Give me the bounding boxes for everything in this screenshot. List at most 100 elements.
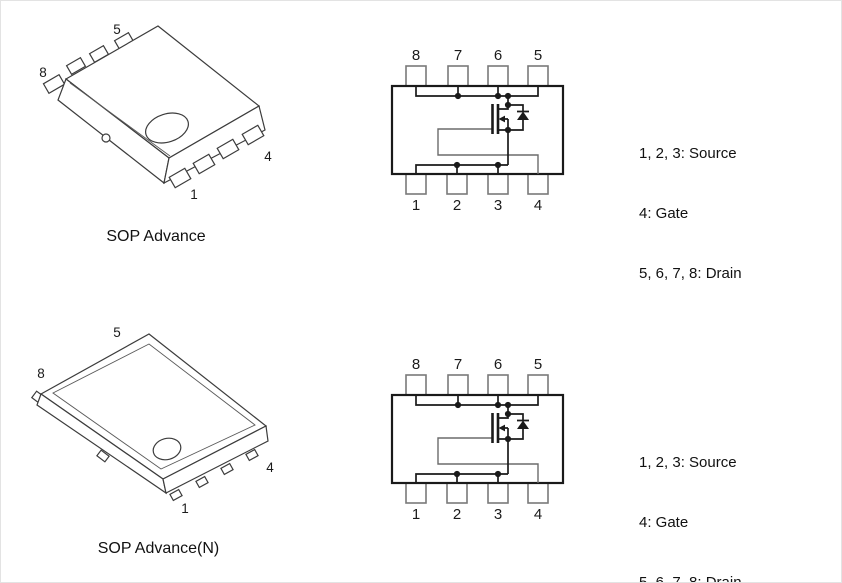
- pin-box: [527, 482, 549, 504]
- legend-line-drain: 5, 6, 7, 8: Drain: [639, 265, 742, 282]
- junction-dot: [494, 401, 502, 409]
- legend-line-source: 1, 2, 3: Source: [639, 145, 737, 162]
- chamfer-line: [69, 82, 171, 157]
- package-right-face: [163, 105, 266, 185]
- diode-triangle: [517, 420, 529, 429]
- pin-number-label: 6: [494, 356, 502, 373]
- pin-pad-1: [169, 488, 183, 502]
- pin-box: [487, 482, 509, 504]
- pin-number-label: 1: [412, 506, 420, 523]
- pin-lead: [65, 56, 87, 76]
- pin-number-label: 8: [412, 356, 420, 373]
- package-body-outline: [390, 84, 565, 176]
- pkg-corner-label-8: 8: [37, 366, 45, 381]
- pkg-corner-label-5: 5: [113, 22, 121, 37]
- legend-line-source: 1, 2, 3: Source: [639, 454, 737, 471]
- pin-number-label: 7: [454, 356, 462, 373]
- junction-dot: [504, 126, 512, 134]
- pinout-diagram-2: 8 7 6 5 1 2 3 4: [390, 356, 565, 523]
- pin-number-label: 6: [494, 47, 502, 64]
- pin-number-label: 2: [453, 506, 461, 523]
- pin-number-label: 8: [412, 47, 420, 64]
- pin-lead-4: [241, 124, 265, 146]
- top-plateau-line: [52, 343, 256, 470]
- pin-lead-2: [192, 153, 216, 175]
- pin-box: [527, 65, 549, 87]
- pin-number-label: 5: [534, 47, 542, 64]
- junction-dot: [454, 401, 462, 409]
- body-arrow: [498, 424, 505, 432]
- pin-number-label: 7: [454, 47, 462, 64]
- pin-number-label: 4: [534, 197, 542, 214]
- junction-dot: [494, 92, 502, 100]
- package-3d-outline: [42, 25, 266, 189]
- package-body-outline: [390, 393, 565, 485]
- pin-box: [405, 173, 427, 195]
- pkg-corner-label-4: 4: [266, 460, 274, 475]
- junction-dot: [494, 161, 502, 169]
- pkg-corner-label-5: 5: [113, 325, 121, 340]
- legend-line-gate: 4: Gate: [639, 514, 689, 531]
- junction-dot: [453, 161, 461, 169]
- gate-trace: [437, 128, 539, 174]
- pin-pad-2: [195, 475, 209, 489]
- nmos-transistor-symbol: [491, 96, 509, 165]
- pin-pad-4: [245, 448, 259, 462]
- pinout-diagram-1: 8 7 6 5 1 2 3 4: [390, 47, 565, 214]
- pin-box: [446, 482, 468, 504]
- body-diode-symbol: [508, 104, 529, 131]
- package-3d-outline: [30, 333, 269, 502]
- pin-box: [446, 173, 468, 195]
- drain-lead: [498, 96, 509, 110]
- pin-box: [405, 65, 427, 87]
- pin-box: [527, 374, 549, 396]
- pkg-corner-label-1: 1: [190, 187, 198, 202]
- junction-dot: [504, 435, 512, 443]
- package-drawing-sop-advance-n: 5 8 4 1: [30, 325, 274, 516]
- legend-line-drain: 5, 6, 7, 8: Drain: [639, 574, 742, 583]
- package-drawing-sop-advance: 5 8 4 1: [39, 22, 272, 202]
- body-diode-symbol: [508, 413, 529, 440]
- junction-dot: [494, 470, 502, 478]
- pin-box: [447, 65, 469, 87]
- pkg-corner-label-4: 4: [264, 149, 272, 164]
- pin-box: [487, 65, 509, 87]
- pin-lead-1: [168, 167, 192, 189]
- pin-number-label: 1: [412, 197, 420, 214]
- pin-number-label: 3: [494, 197, 502, 214]
- pin-number-label: 2: [453, 197, 461, 214]
- pin-legend-1: 1, 2, 3: Source 4: Gate 5, 6, 7, 8: Drai…: [639, 104, 742, 324]
- pin-lead-3: [216, 138, 240, 160]
- pin-lead-8: [42, 73, 66, 95]
- pin-number-label: 3: [494, 506, 502, 523]
- package-dimple: [145, 112, 189, 144]
- pkg-corner-label-1: 1: [181, 501, 189, 516]
- junction-dot: [504, 410, 512, 418]
- pin1-indicator-dot: [101, 133, 111, 143]
- drain-lead: [498, 405, 509, 419]
- pin-box: [487, 173, 509, 195]
- body-arrow: [498, 115, 505, 123]
- pin-number-label: 4: [534, 506, 542, 523]
- pin-box: [527, 173, 549, 195]
- junction-dot: [504, 101, 512, 109]
- pin-box: [405, 482, 427, 504]
- junction-dot: [454, 92, 462, 100]
- pin-pad: [96, 449, 110, 463]
- pin-box: [405, 374, 427, 396]
- package-right-face: [162, 425, 269, 494]
- junction-dot: [504, 401, 512, 409]
- junction-dot: [504, 92, 512, 100]
- package-dimple: [152, 437, 182, 461]
- pkg-corner-label-8: 8: [39, 65, 47, 80]
- package-caption-sop-advance-n: SOP Advance(N): [97, 540, 220, 557]
- pin-box: [447, 374, 469, 396]
- junction-dot: [453, 470, 461, 478]
- gate-trace: [437, 437, 539, 483]
- package-caption-sop-advance: SOP Advance: [106, 228, 206, 245]
- pin-legend-2: 1, 2, 3: Source 4: Gate 5, 6, 7, 8: Drai…: [639, 413, 742, 583]
- diode-triangle: [517, 111, 529, 120]
- pin-pad-3: [220, 462, 234, 476]
- pin-number-label: 5: [534, 356, 542, 373]
